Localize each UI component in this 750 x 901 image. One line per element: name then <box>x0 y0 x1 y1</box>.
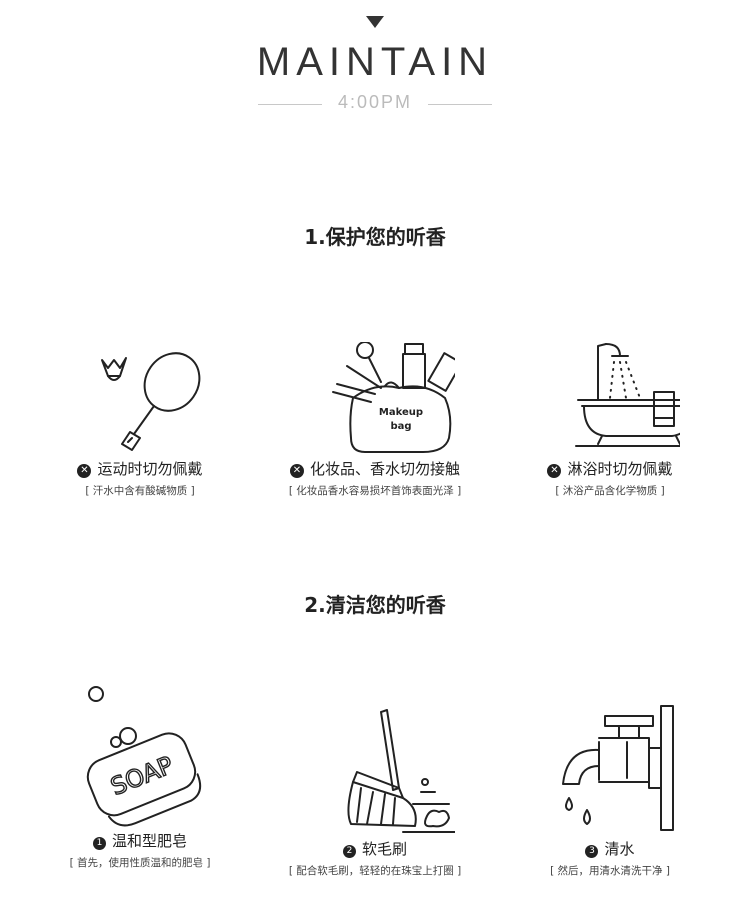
soap-text: SOAP <box>107 751 177 801</box>
number-badge-icon: 1 <box>92 837 106 850</box>
number-badge-icon: 2 <box>342 845 356 858</box>
time-label: 4:00PM <box>337 92 413 112</box>
makeup-bag-icon: Makeup bag <box>332 342 455 453</box>
forbidden-icon: ✕ <box>289 464 304 478</box>
clean-note-water: [ 然后，用清水清洗干净 ] <box>550 865 670 877</box>
divider-left <box>258 104 322 105</box>
soap-icon: SOAP <box>86 686 202 827</box>
caption-text: 化妆品、香水切勿接触 <box>309 460 460 478</box>
protect-note-makeup: [ 化妆品香水容易损坏首饰表面光泽 ] <box>288 485 462 497</box>
protect-item-shower: ✕ 淋浴时切勿佩戴 [ 沐浴产品含化学物质 ] <box>490 342 730 498</box>
bag-text-bag: bag <box>390 421 411 432</box>
caption-text: 清水 <box>604 840 635 858</box>
bag-text-makeup: Makeup <box>379 407 423 418</box>
protect-item-sport: ✕ 运动时切勿佩戴 [ 汗水中含有酸碱物质 ] <box>20 342 260 498</box>
protect-item-makeup: Makeup bag ✕ 化妆品、香水切勿接触 [ 化妆品香水容易损坏首饰表面光泽… <box>255 342 495 498</box>
protect-caption-makeup: ✕ 化妆品、香水切勿接触 <box>255 458 495 479</box>
clean-item-soap: SOAP 1 温和型肥皂 [ 首先，使用性质温和的肥皂 ] <box>20 684 260 870</box>
caption-text: 淋浴时切勿佩戴 <box>567 460 673 478</box>
section-title-protect: 1.保护您的听香 <box>304 225 446 249</box>
divider-right <box>428 104 492 105</box>
protect-caption-sport: ✕ 运动时切勿佩戴 <box>20 458 260 479</box>
clean-item-brush: 2 软毛刷 [ 配合软毛刷，轻轻的在珠宝上打圈 ] <box>255 708 495 878</box>
badminton-racket-icon <box>101 352 201 451</box>
faucet-icon <box>562 705 674 831</box>
time-row: 4:00PM <box>258 92 492 116</box>
clean-caption-soap: 1 温和型肥皂 <box>20 830 260 851</box>
caption-text: 运动时切勿佩戴 <box>97 460 203 478</box>
forbidden-icon: ✕ <box>77 464 92 478</box>
triangle-down-icon <box>366 16 384 28</box>
protect-note-shower: [ 沐浴产品含化学物质 ] <box>555 485 665 497</box>
number-badge-icon: 3 <box>585 845 599 858</box>
brand-title: MAINTAIN <box>256 40 494 84</box>
caption-text: 软毛刷 <box>361 840 407 858</box>
clean-caption-water: 3 清水 <box>490 838 730 859</box>
clean-note-soap: [ 首先，使用性质温和的肥皂 ] <box>69 857 211 869</box>
clean-note-brush: [ 配合软毛刷，轻轻的在珠宝上打圈 ] <box>288 865 462 877</box>
clean-item-water: 3 清水 [ 然后，用清水清洗干净 ] <box>490 702 730 878</box>
caption-text: 温和型肥皂 <box>111 832 187 850</box>
broom-icon <box>347 709 455 833</box>
bathtub-icon <box>575 343 680 447</box>
section-title-clean: 2.清洁您的听香 <box>304 593 446 617</box>
clean-caption-brush: 2 软毛刷 <box>255 838 495 859</box>
forbidden-icon: ✕ <box>547 464 562 478</box>
protect-caption-shower: ✕ 淋浴时切勿佩戴 <box>490 458 730 479</box>
protect-note-sport: [ 汗水中含有酸碱物质 ] <box>85 485 195 497</box>
